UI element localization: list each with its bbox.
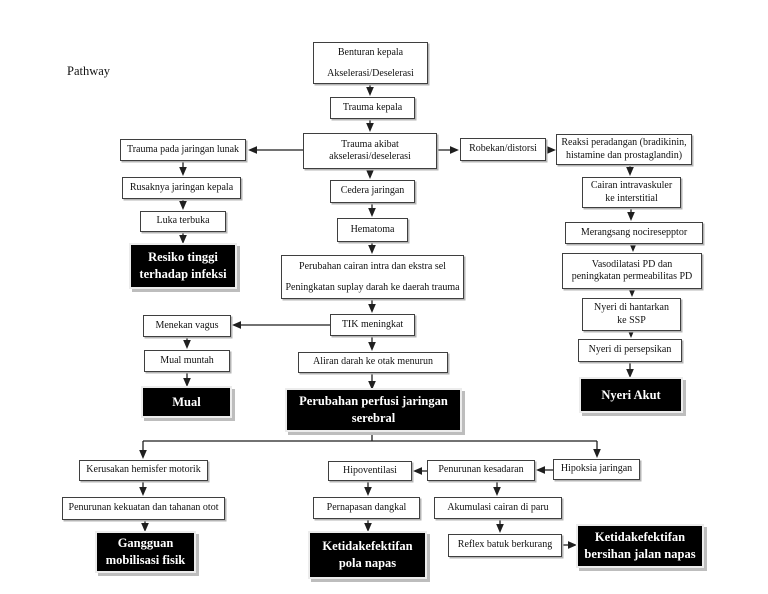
node-reflex-batuk-berkurang: Reflex batuk berkurang [448, 534, 562, 557]
node-tik-meningkat: TIK meningkat [330, 314, 415, 336]
page-title: Pathway [67, 64, 111, 78]
node-merangsang-nociresepptor: Merangsang nociresepptor [565, 222, 703, 244]
node-resiko-tinggi-infeksi: Resiko tinggi terhadap infeksi [131, 245, 235, 287]
node-nyeri-akut: Nyeri Akut [581, 379, 681, 411]
node-mual-muntah: Mual muntah [144, 350, 230, 372]
node-reaksi-peradangan: Reaksi peradangan (bradikinin, histamine… [556, 134, 692, 165]
node-luka-terbuka: Luka terbuka [140, 211, 226, 232]
node-cedera-jaringan: Cedera jaringan [330, 180, 415, 203]
node-trauma-jaringan-lunak: Trauma pada jaringan lunak [120, 139, 246, 161]
node-perubahan-perfusi-serebral: Perubahan perfusi jaringan serebral [287, 390, 460, 430]
node-penurunan-kesadaran: Penurunan kesadaran [427, 460, 535, 481]
node-trauma-akibat-akselerasi: Trauma akibat akselerasi/deselerasi [303, 133, 437, 169]
node-penurunan-kekuatan-otot: Penurunan kekuatan dan tahanan otot [62, 497, 225, 520]
node-gangguan-mobilisasi-fisik: Gangguan mobilisasi fisik [97, 533, 194, 571]
node-pernapasan-dangkal: Pernapasan dangkal [313, 497, 420, 519]
node-ketidakefektifan-pola-napas: Ketidakefektifan pola napas [310, 533, 425, 577]
node-nyeri-dihantarkan-ssp: Nyeri di hantarkan ke SSP [582, 298, 681, 331]
node-hematoma: Hematoma [337, 218, 408, 242]
node-rusaknya-jaringan-kepala: Rusaknya jaringan kepala [122, 177, 241, 199]
node-benturan-kepala: Benturan kepala Akselerasi/Deselerasi [313, 42, 428, 84]
node-vasodilatasi-pd: Vasodilatasi PD dan peningkatan permeabi… [562, 253, 702, 289]
node-nyeri-dipersepsikan: Nyeri di persepsikan [578, 339, 682, 362]
node-trauma-kepala: Trauma kepala [330, 97, 415, 119]
node-menekan-vagus: Menekan vagus [143, 315, 231, 337]
node-ketidakefektifan-bersihan-napas: Ketidakefektifan bersihan jalan napas [578, 526, 702, 566]
node-cairan-intravaskuler: Cairan intravaskuler ke interstitial [582, 177, 681, 208]
node-mual: Mual [143, 388, 230, 416]
node-aliran-darah-menurun: Aliran darah ke otak menurun [298, 352, 448, 373]
node-kerusakan-hemisfer: Kerusakan hemisfer motorik [79, 460, 208, 481]
node-hipoksia-jaringan: Hipoksia jaringan [553, 459, 640, 480]
node-akumulasi-cairan-paru: Akumulasi cairan di paru [434, 497, 562, 519]
node-perubahan-cairan: Perubahan cairan intra dan ekstra sel Pe… [281, 255, 464, 299]
node-robekan-distorsi: Robekan/distorsi [460, 138, 546, 161]
node-hipoventilasi: Hipoventilasi [328, 461, 412, 481]
